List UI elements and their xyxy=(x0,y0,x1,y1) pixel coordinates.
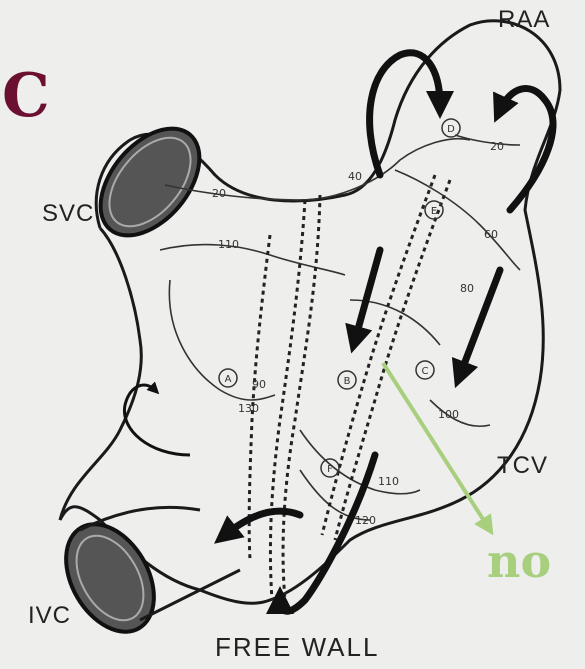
isochrone-label: 100 xyxy=(438,408,459,421)
isochrone-label: 60 xyxy=(484,228,498,241)
isochrone-label: 130 xyxy=(238,402,259,415)
isochrone-label: 40 xyxy=(348,170,362,183)
isochrone-label: 20 xyxy=(212,187,226,200)
label-svc: SVC xyxy=(42,202,94,226)
isochrone-label: 110 xyxy=(218,238,239,251)
label-raa: RAA xyxy=(498,8,550,32)
annotation-no: no xyxy=(487,538,551,584)
isochrone-label: 120 xyxy=(355,514,376,527)
annotation-pointer xyxy=(383,363,488,527)
panel-letter: C xyxy=(2,66,50,126)
label-tcv: TCV xyxy=(497,454,548,478)
isochrone-label: 110 xyxy=(378,475,399,488)
isochrone-label: 90 xyxy=(252,378,266,391)
atrium-lower-wall xyxy=(60,228,141,520)
site-marker-label: C xyxy=(422,366,429,377)
site-marker-label: E xyxy=(431,206,437,217)
site-marker-label: A xyxy=(225,374,232,385)
site-marker-label: B xyxy=(344,376,351,387)
site-marker-label: D xyxy=(447,124,455,135)
site-marker-label: F xyxy=(327,464,333,475)
isochrone-label: 80 xyxy=(460,282,474,295)
isochrone-label: 20 xyxy=(490,140,504,153)
label-free-wall: FREE WALL xyxy=(215,634,379,660)
catheter-electrodes xyxy=(249,175,450,600)
label-ivc: IVC xyxy=(28,604,71,628)
